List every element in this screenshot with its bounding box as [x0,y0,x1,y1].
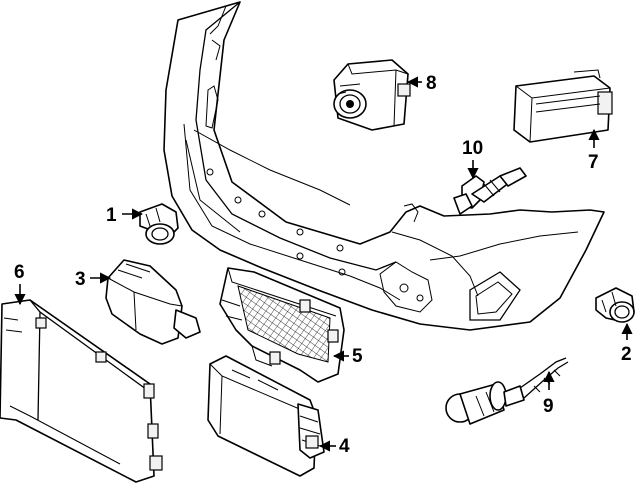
svg-text:4: 4 [339,436,350,457]
callout-8: 8 [406,73,437,94]
radar-panel [0,299,163,483]
camera-module [333,59,411,131]
svg-text:10: 10 [462,138,483,159]
callout-5: 5 [332,346,363,367]
control-unit-lower [207,355,325,477]
svg-text:3: 3 [75,269,86,290]
svg-text:5: 5 [352,346,363,367]
svg-text:6: 6 [14,262,25,283]
svg-text:8: 8 [426,73,437,94]
mounting-bracket [219,267,345,383]
svg-text:9: 9 [543,396,554,417]
svg-text:2: 2 [621,344,632,365]
parking-sensor-left [139,203,179,245]
callout-2: 2 [621,322,633,365]
callout-9: 9 [543,370,555,417]
radar-sensor [105,259,201,345]
callout-1: 1 [106,205,144,226]
ambient-sensor [445,357,569,425]
control-module-upper [513,69,613,143]
callout-7: 7 [588,128,600,173]
callout-10: 10 [462,138,483,180]
callout-6: 6 [14,262,26,306]
svg-text:1: 1 [106,205,117,226]
callout-3: 3 [75,269,112,290]
svg-text:7: 7 [588,152,599,173]
callout-4: 4 [318,436,350,457]
parking-sensor-right [595,287,635,323]
temperature-sensor [453,167,527,215]
bumper-cover [163,1,605,331]
